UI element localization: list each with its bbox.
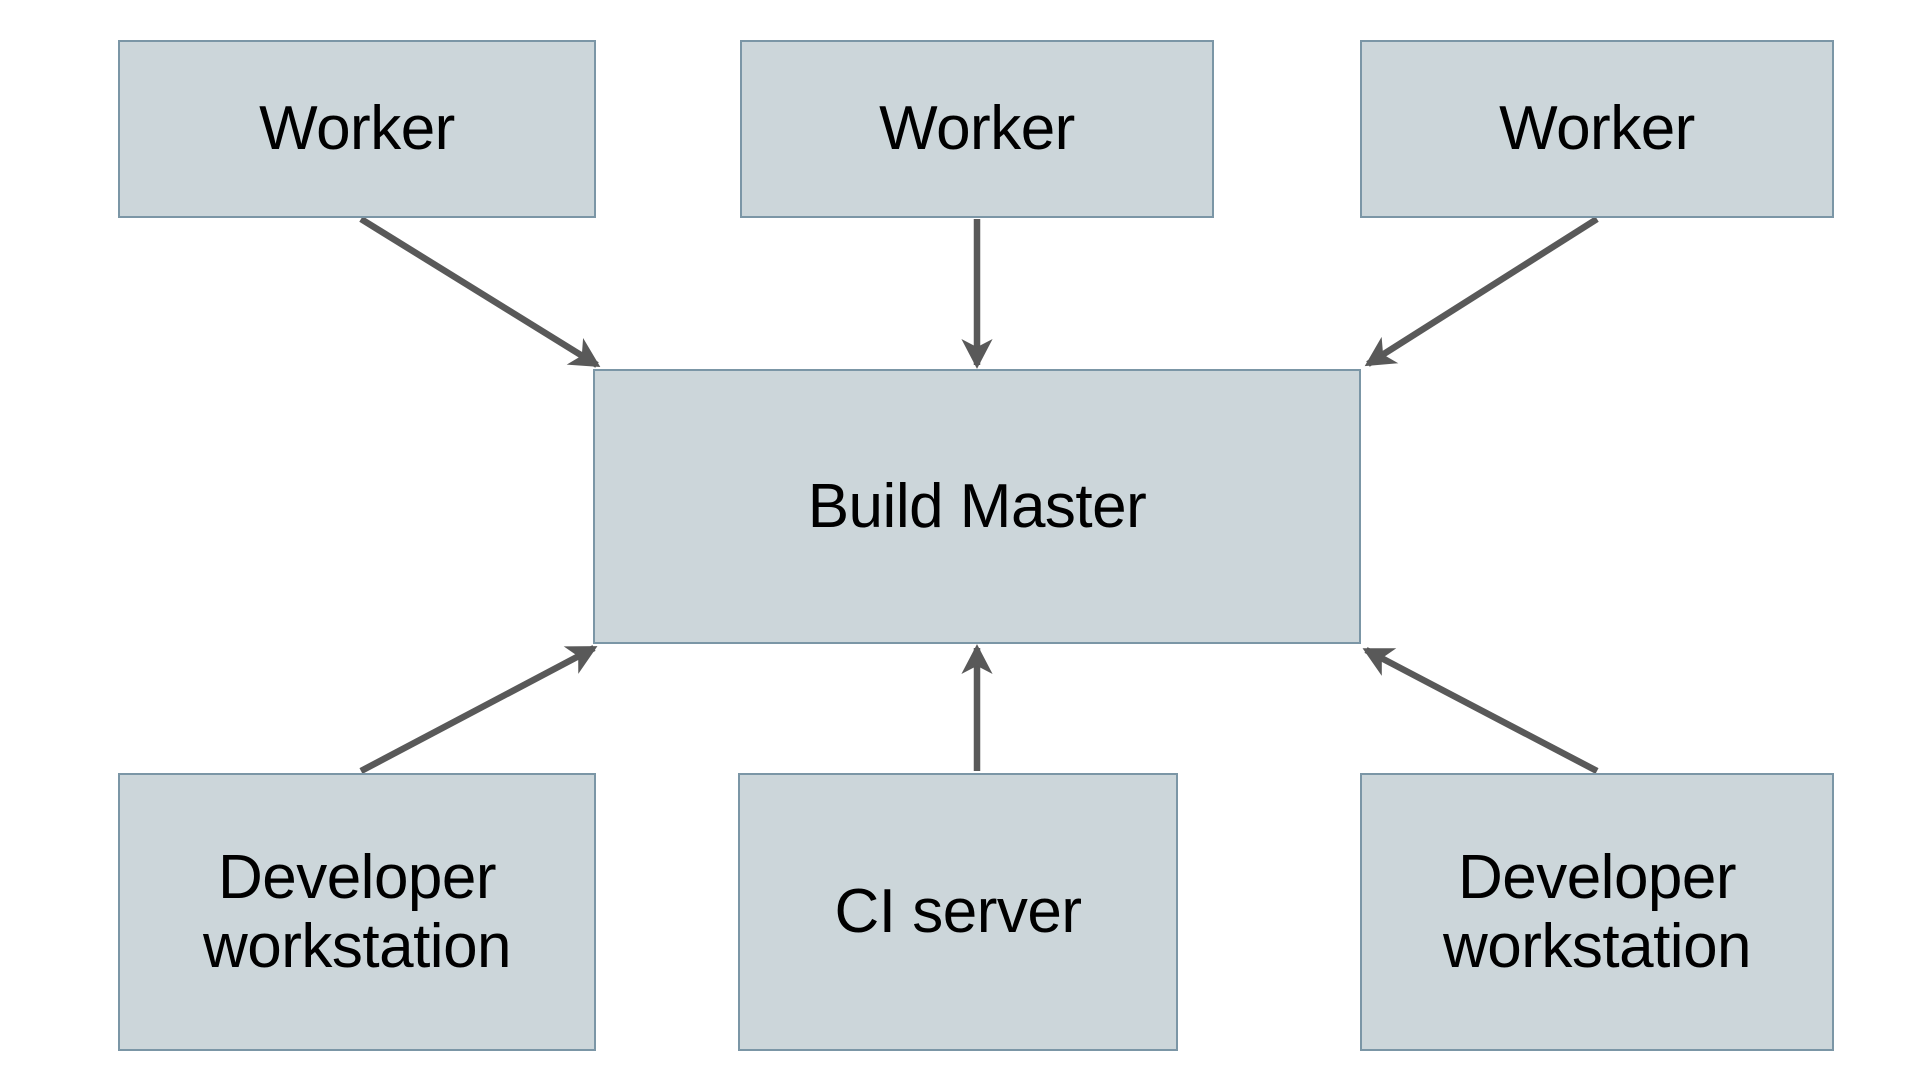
node-dev-workstation-2-label: Developer workstation [1442,842,1752,981]
edge-worker-1-to-build-master [359,216,601,368]
node-dev-workstation-1-label: Developer workstation [202,842,512,981]
node-worker-1-label: Worker [259,94,455,164]
node-worker-2[interactable]: Worker [740,40,1214,218]
edge-dev-workstation-1-to-build-master [359,645,598,774]
edge-worker-3-to-build-master [1364,216,1599,367]
edge-dev-workstation-2-to-build-master [1362,647,1599,774]
node-build-master-label: Build Master [807,471,1147,541]
node-dev-workstation-1[interactable]: Developer workstation [118,773,596,1051]
node-worker-2-label: Worker [879,94,1075,164]
node-ci-server[interactable]: CI server [738,773,1178,1051]
node-dev-workstation-2[interactable]: Developer workstation [1360,773,1834,1051]
node-worker-3-label: Worker [1499,94,1695,164]
node-ci-server-label: CI server [834,877,1082,947]
node-build-master[interactable]: Build Master [593,369,1361,644]
node-worker-1[interactable]: Worker [118,40,596,218]
node-worker-3[interactable]: Worker [1360,40,1834,218]
